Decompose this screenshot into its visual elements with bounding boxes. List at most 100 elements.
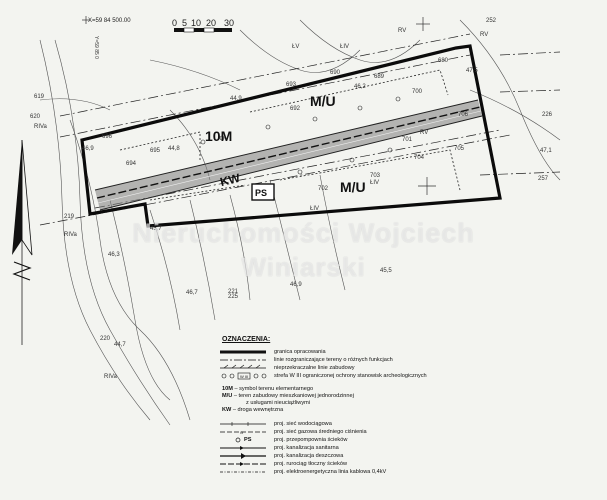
parcel-number: 221 [228,289,239,295]
parcel-number: 693 [286,82,297,88]
legend-code: KW [222,407,232,413]
legend-code-text: – droga wewnętrzna [231,407,284,413]
legend-text: proj. rurociąg tłoczny ścieków [274,461,348,467]
soil-class: RV [398,28,406,34]
pump-station-icon [251,183,275,201]
parcel-number: 692 [290,106,301,112]
parcel-number: 620 [30,114,41,120]
coordinate-label: X=59 84 500.00 [88,18,131,24]
legend-code: M/U [222,393,233,399]
contour-lines [39,19,561,426]
legend-code-row: KW – droga wewnętrzna [222,407,283,414]
zone-label-10m: 10M [205,128,232,144]
soil-class: ŁIV [370,180,379,186]
parcel-number: 689 [374,74,385,80]
elevation-value: 46,9 [82,146,94,152]
svg-text:G: G [240,430,243,435]
parcel-number: 219 [64,214,75,220]
north-arrow-icon [12,139,33,345]
scale-tick: 20 [206,18,216,28]
legend-code-row: M/U – teren zabudowy mieszkaniowej jedno… [222,393,354,400]
parcel-number: 696 [102,134,113,140]
archaeology-markers [200,96,401,175]
legend-text: proj. elektroenergetyczna linia kablowa … [274,469,387,475]
soil-class: RIVa [34,124,48,130]
legend-text: linie rozgraniczające tereny o różnych f… [274,357,393,363]
legend-title: OZNACZENIA: [222,336,271,343]
legend-text: nieprzekraczalne linie zabudowy [274,365,355,371]
elevation-value: 44,9 [230,96,242,102]
parcel-number: 680 [438,58,449,64]
legend-text: proj. sieć gazowa średniego ciśnienia [274,429,367,435]
watermark-line-2: Winiarski [241,252,366,282]
study-area-boundary [80,44,502,228]
parcel-number: 704 [414,155,425,161]
elevation-value: 45,7 [150,226,162,232]
parcel-number: 226 [542,112,553,118]
water-line-icon [220,422,266,426]
parcel-number: 706 [458,112,469,118]
scale-tick: 5 [182,18,187,28]
gas-line-icon: G [220,430,266,435]
elevation-value: 46,9 [290,282,302,288]
storm-line-icon [220,453,266,459]
parcel-number: 705 [454,146,465,152]
circle-marks-icon: W III [221,372,267,380]
parcel-number: 695 [150,148,161,154]
dash-line-icon [220,359,266,361]
parcel-number: 701 [402,137,413,143]
legend-text: proj. kanalizacja sanitarna [274,445,339,451]
soil-class: ŁV [292,44,299,50]
legend-code: 10M [222,386,233,392]
legend-text: strefa W III ograniczonej ochrony stanow… [274,373,427,379]
grid-crosses [82,16,436,195]
scale-bar: 0 5 10 20 30 [172,18,234,33]
scale-tick: 10 [191,18,201,28]
legend-text: proj. kanalizacja deszczowa [274,453,344,459]
elevation-value: 44,7 [114,342,126,348]
elevation-value: 46,3 [108,252,120,258]
parcel-number: 252 [486,18,497,24]
sanitary-line-icon [220,446,266,450]
zone-label-ps: PS [255,188,267,198]
elevation-value: 46,7 [186,290,198,296]
svg-text:W III: W III [240,374,248,379]
parcel-number: 225 [228,294,239,300]
building-lines [119,69,461,201]
legend-code-text: z usługami nieuciążliwymi [246,400,311,406]
power-line-icon [220,471,266,473]
soil-class-labels: RIVa RV ŁV ŁIV ŁIV RIVa RV ŁIV RV RIVa [34,28,488,380]
zone-label-mu-north: M/U [310,93,336,109]
parcel-number: 703 [370,173,381,179]
boundary-line-icon [220,350,266,354]
pump-station-legend-icon [235,437,241,443]
watermark-line-1: Nieruchomości Wojciech [132,218,475,248]
legend-text: proj. przepompownia ścieków [274,437,348,443]
hatch-line-icon [220,364,266,369]
zone-label-kw: KW [219,171,242,190]
elevation-value: 47,1 [540,148,552,154]
parcel-number: 619 [34,94,45,100]
zone-label-mu-south: M/U [340,179,366,195]
legend-text: proj. sieć wodociągowa [274,421,332,427]
legend: OZNACZENIA: granica opracowania linie ro… [218,336,598,496]
legend-code-row: z usługami nieuciążliwymi [246,400,310,407]
pressure-line-icon [220,462,266,466]
parcel-number: 702 [318,186,329,192]
soil-class: ŁIV [310,206,319,212]
elevation-value: 45,5 [380,268,392,274]
soil-class: RV [480,32,488,38]
parcel-numbers: 619 620 693 692 694 695 696 690 689 680 … [30,18,553,342]
internal-road [94,99,483,211]
legend-code-row: 10M – symbol terenu elementarnego [222,386,313,393]
legend-text: granica opracowania [274,349,326,355]
legend-code-text: – symbol terenu elementarnego [232,386,314,392]
scale-tick: 0 [172,18,177,28]
elevation-value: 44,8 [168,146,180,152]
parcel-number: 700 [412,89,423,95]
parcel-number: 220 [100,336,111,342]
soil-class: RV [420,130,428,136]
elevation-value: 46,2 [354,84,366,90]
